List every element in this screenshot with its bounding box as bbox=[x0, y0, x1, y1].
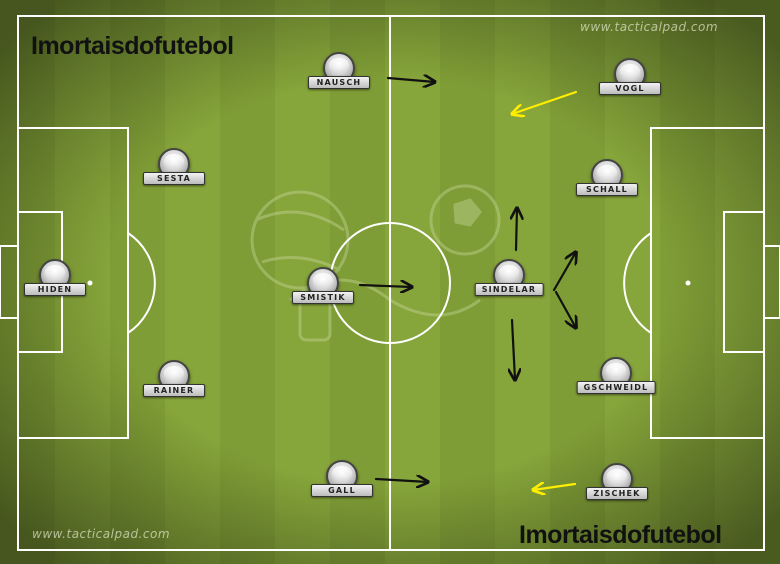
player-vogl[interactable]: VOGL bbox=[590, 58, 670, 108]
player-name-label: GSCHWEIDL bbox=[576, 381, 656, 394]
arrow-zischek-yellow bbox=[533, 484, 577, 490]
player-zischek[interactable]: ZISCHEK bbox=[577, 463, 657, 513]
player-name-label: NAUSCH bbox=[308, 76, 370, 89]
player-name-label: SMISTIK bbox=[292, 291, 354, 304]
player-hiden[interactable]: HIDEN bbox=[15, 259, 95, 309]
player-rainer[interactable]: RAINER bbox=[134, 360, 214, 410]
player-name-label: ZISCHEK bbox=[586, 487, 648, 500]
right-penalty-spot bbox=[685, 280, 691, 286]
player-sindelar[interactable]: SINDELAR bbox=[469, 259, 549, 309]
title-top-left: Imortaisdofutebol bbox=[31, 32, 234, 60]
player-schall[interactable]: SCHALL bbox=[567, 159, 647, 209]
arrow-nausch bbox=[386, 78, 435, 82]
arrow-sindelar-downright bbox=[554, 290, 576, 328]
arrow-vogl-yellow bbox=[512, 90, 578, 114]
player-nausch[interactable]: NAUSCH bbox=[299, 52, 379, 102]
left-penalty-spot bbox=[87, 280, 93, 286]
player-gall[interactable]: GALL bbox=[302, 460, 382, 510]
player-gschweidl[interactable]: GSCHWEIDL bbox=[576, 357, 656, 407]
arrow-gall bbox=[374, 479, 428, 482]
player-name-label: SINDELAR bbox=[474, 283, 544, 296]
player-token-icon bbox=[493, 259, 525, 291]
field-lines bbox=[0, 15, 780, 551]
arrow-sindelar-upright bbox=[552, 252, 576, 292]
arrow-sindelar-down bbox=[512, 318, 515, 380]
player-smistik[interactable]: SMISTIK bbox=[283, 267, 363, 317]
movement-arrows bbox=[358, 78, 578, 490]
arrow-sindelar-up bbox=[516, 208, 517, 252]
player-name-label: GALL bbox=[311, 484, 373, 497]
watermark-top-right: www.tacticalpad.com bbox=[580, 20, 719, 34]
player-name-label: RAINER bbox=[143, 384, 205, 397]
player-name-label: HIDEN bbox=[24, 283, 86, 296]
player-sesta[interactable]: SESTA bbox=[134, 148, 214, 198]
player-name-label: SCHALL bbox=[576, 183, 638, 196]
title-bottom-right: Imortaisdofutebol bbox=[519, 521, 722, 549]
player-name-label: SESTA bbox=[143, 172, 205, 185]
arrow-smistik bbox=[358, 285, 412, 287]
player-name-label: VOGL bbox=[599, 82, 661, 95]
watermark-bottom-left: www.tacticalpad.com bbox=[32, 527, 171, 541]
